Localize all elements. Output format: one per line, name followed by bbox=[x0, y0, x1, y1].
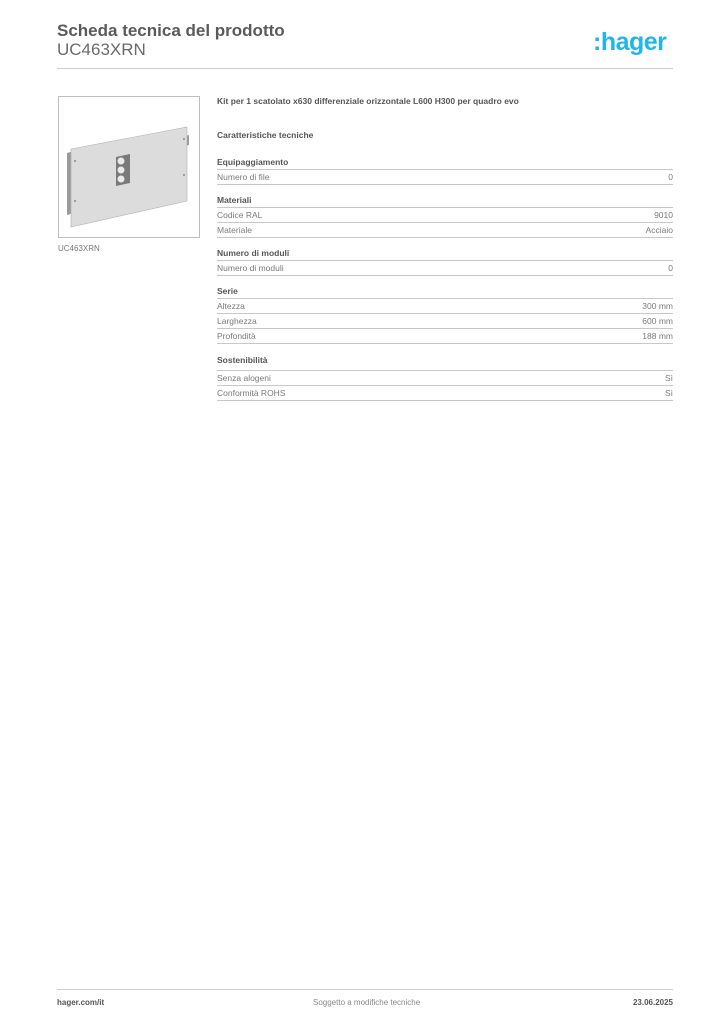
group-title: Numero di moduli bbox=[217, 247, 673, 261]
spec-row: Profondità 188 mm bbox=[217, 329, 673, 344]
image-caption: UC463XRN bbox=[58, 244, 100, 253]
spec-group-serie: Serie Altezza 300 mm Larghezza 600 mm Pr… bbox=[217, 285, 673, 344]
product-description: Kit per 1 scatolato x630 differenziale o… bbox=[217, 96, 519, 106]
spec-label: Codice RAL bbox=[217, 210, 263, 220]
spec-row: Numero di file 0 bbox=[217, 170, 673, 185]
spec-row: Materiale Acciaio bbox=[217, 223, 673, 238]
group-title: Sostenibilità bbox=[217, 354, 673, 371]
spec-group-numero-moduli: Numero di moduli Numero di moduli 0 bbox=[217, 247, 673, 276]
product-panel-illustration bbox=[67, 126, 189, 228]
spec-row: Senza alogeni Sì bbox=[217, 371, 673, 386]
spec-group-sostenibilita: Sostenibilità Senza alogeni Sì Conformit… bbox=[217, 354, 673, 401]
footer-notice: Soggetto a modifiche tecniche bbox=[313, 998, 421, 1007]
footer-divider bbox=[57, 989, 673, 990]
header-divider bbox=[57, 68, 673, 69]
spec-value: 0 bbox=[668, 172, 673, 182]
page-title: Scheda tecnica del prodotto bbox=[57, 21, 285, 40]
spec-row: Codice RAL 9010 bbox=[217, 208, 673, 223]
product-code: UC463XRN bbox=[57, 40, 146, 59]
spec-group-materiali: Materiali Codice RAL 9010 Materiale Acci… bbox=[217, 194, 673, 238]
specs-title: Caratteristiche tecniche bbox=[217, 130, 314, 140]
spec-label: Altezza bbox=[217, 301, 245, 311]
spec-label: Profondità bbox=[217, 331, 256, 341]
spec-value: 9010 bbox=[654, 210, 673, 220]
group-title: Serie bbox=[217, 285, 673, 299]
spec-row: Larghezza 600 mm bbox=[217, 314, 673, 329]
spec-row: Conformità ROHS Sì bbox=[217, 386, 673, 401]
group-title: Equipaggiamento bbox=[217, 156, 673, 170]
spec-group-equipaggiamento: Equipaggiamento Numero di file 0 bbox=[217, 156, 673, 185]
product-image bbox=[58, 96, 200, 238]
spec-value: 188 mm bbox=[642, 331, 673, 341]
hager-logo: :hager bbox=[593, 28, 667, 56]
spec-label: Numero di moduli bbox=[217, 263, 284, 273]
spec-label: Numero di file bbox=[217, 172, 270, 182]
spec-value: 300 mm bbox=[642, 301, 673, 311]
spec-value: Sì bbox=[664, 388, 673, 398]
footer-date: 23.06.2025 bbox=[632, 998, 673, 1007]
spec-label: Materiale bbox=[217, 225, 252, 235]
spec-value: Acciaio bbox=[645, 225, 673, 235]
footer-website-link[interactable]: hager.com/it bbox=[57, 998, 105, 1007]
spec-value: 600 mm bbox=[642, 316, 673, 326]
spec-row: Altezza 300 mm bbox=[217, 299, 673, 314]
spec-value: Sì bbox=[664, 373, 673, 383]
group-title: Materiali bbox=[217, 194, 673, 208]
spec-label: Senza alogeni bbox=[217, 373, 271, 383]
spec-label: Conformità ROHS bbox=[217, 388, 286, 398]
spec-row: Numero di moduli 0 bbox=[217, 261, 673, 276]
spec-value: 0 bbox=[668, 263, 673, 273]
spec-label: Larghezza bbox=[217, 316, 257, 326]
